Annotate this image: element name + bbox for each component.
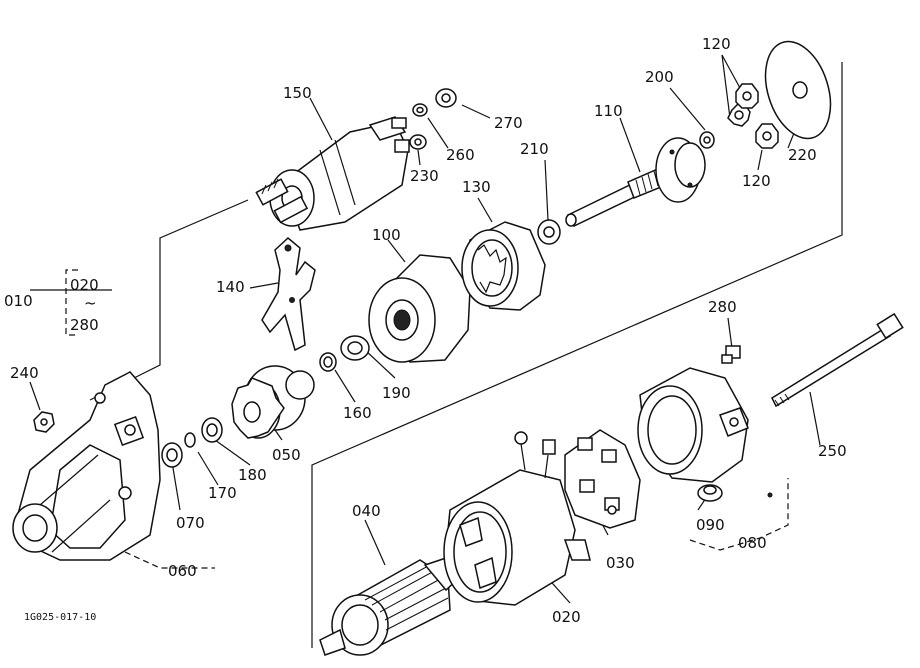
label-080: 080 xyxy=(738,534,767,552)
label-160: 160 xyxy=(343,404,372,422)
label-070: 070 xyxy=(176,514,205,532)
label-040: 040 xyxy=(352,502,381,520)
solenoid-hardware xyxy=(409,88,457,150)
label-120-bottom: 120 xyxy=(742,172,771,190)
label-200: 200 xyxy=(645,68,674,86)
label-060: 060 xyxy=(168,562,197,580)
planet-gears xyxy=(727,83,779,149)
through-bolt xyxy=(771,312,904,408)
label-230: 230 xyxy=(410,167,439,185)
label-240: 240 xyxy=(10,364,39,382)
armature xyxy=(319,554,463,656)
label-270: 270 xyxy=(494,114,523,132)
label-180: 180 xyxy=(238,466,267,484)
grommet-090 xyxy=(697,484,723,502)
label-100: 100 xyxy=(372,226,401,244)
nut-240 xyxy=(33,411,55,433)
label-250: 250 xyxy=(818,442,847,460)
drive-housing xyxy=(12,371,161,561)
internal-gear xyxy=(461,221,546,311)
label-010: 010 xyxy=(4,292,33,310)
label-280: 280 xyxy=(708,298,737,316)
small-rings xyxy=(161,335,370,468)
label-120-top: 120 xyxy=(702,35,731,53)
solenoid-switch xyxy=(255,116,410,231)
gear-housing xyxy=(368,254,471,363)
label-150: 150 xyxy=(283,84,312,102)
label-range-tilde: ~ xyxy=(84,294,97,312)
label-140: 140 xyxy=(216,278,245,296)
part-labels: 010 020 ~ 280 150 270 260 230 110 200 12… xyxy=(4,35,847,626)
label-190: 190 xyxy=(382,384,411,402)
plate-220 xyxy=(764,40,832,140)
label-030: 030 xyxy=(606,554,635,572)
label-050: 050 xyxy=(272,446,301,464)
end-frame xyxy=(637,367,773,498)
label-280-range-end: 280 xyxy=(70,316,99,334)
leader-lines xyxy=(29,54,821,604)
label-110: 110 xyxy=(594,102,623,120)
output-shaft xyxy=(565,137,706,227)
label-210: 210 xyxy=(520,140,549,158)
washer-210 xyxy=(537,219,561,245)
washer-200 xyxy=(699,131,715,149)
label-020: 020 xyxy=(552,608,581,626)
pinion-gear xyxy=(231,365,315,439)
yoke xyxy=(443,431,591,606)
shift-lever xyxy=(261,237,316,352)
label-260: 260 xyxy=(446,146,475,164)
label-130: 130 xyxy=(462,178,491,196)
screw-280 xyxy=(721,345,741,364)
label-220: 220 xyxy=(788,146,817,164)
label-170: 170 xyxy=(208,484,237,502)
figure-code: 1G025-017-10 xyxy=(24,612,96,623)
label-090: 090 xyxy=(696,516,725,534)
brush-holder xyxy=(564,429,641,529)
label-020-range-start: 020 xyxy=(70,276,99,294)
